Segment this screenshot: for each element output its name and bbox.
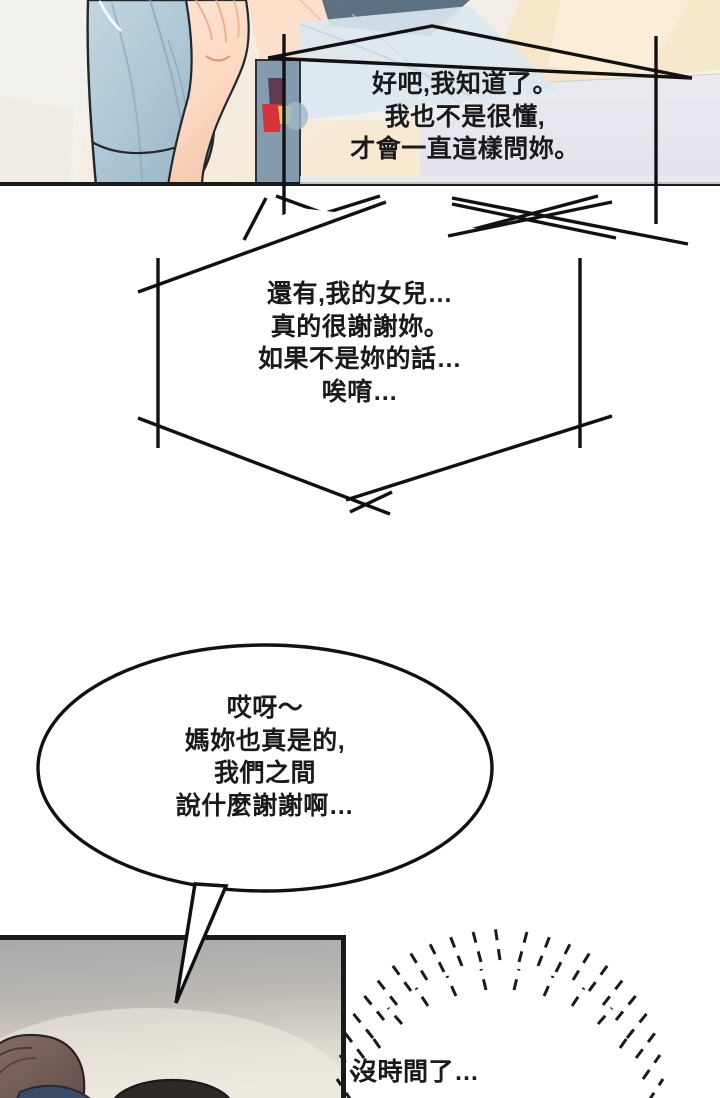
panel-bottom-art <box>0 935 346 1098</box>
bubble-2-outline <box>137 197 617 516</box>
bubble-4-burst <box>335 925 665 1098</box>
bubble-3-text: 哎呀～ 媽妳也真是的, 我們之間 說什麼謝謝啊… <box>175 694 355 820</box>
bubble-2-text: 還有,我的女兒… 真的很謝謝妳。 如果不是妳的話… 唉唷… <box>257 280 462 406</box>
bubble-3-tail <box>174 882 229 1004</box>
bubble-1-text: 好吧,我知道了。 我也不是很懂, 才會一直這樣問妳。 <box>350 70 580 163</box>
bubble-4-text: 沒時間了… <box>352 1058 480 1086</box>
panel-top-art <box>0 0 720 186</box>
